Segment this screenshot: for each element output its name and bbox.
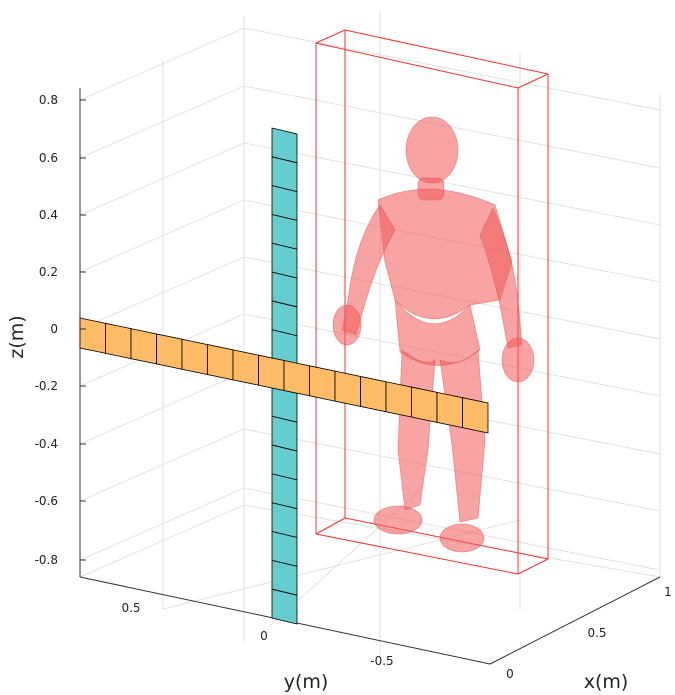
x-tick-label-0: 0 — [506, 667, 514, 681]
grid-line-horizontal-7 — [79, 428, 661, 512]
box-edge-4 — [315, 517, 346, 535]
box-edge-7 — [315, 533, 519, 575]
horizontal-array-element — [79, 317, 106, 354]
box-edge-3 — [315, 42, 519, 89]
horizontal-array-element — [232, 349, 259, 386]
horizontal-array-element — [156, 333, 183, 370]
grid-line-horizontal-3 — [79, 199, 661, 283]
z-tick-label-6: -0.4 — [35, 437, 58, 451]
horizontal-array-element — [411, 386, 438, 423]
horizontal-array-element — [462, 397, 489, 434]
horizontal-array-element — [334, 370, 361, 407]
grid-line-horizontal-8 — [79, 487, 661, 571]
z-tick-label-5: -0.2 — [35, 379, 58, 393]
body-left-leg — [397, 349, 436, 511]
horizontal-array-element — [436, 391, 463, 429]
z-tick-label-4: 0 — [50, 322, 58, 336]
z-tick-label-0: 0.8 — [39, 93, 58, 107]
horizontal-antenna-array — [79, 317, 489, 434]
human-body-model — [332, 116, 535, 553]
grid-line-horizontal-4 — [79, 256, 661, 340]
horizontal-array-element — [283, 360, 310, 397]
vertical-array-element — [271, 588, 298, 625]
horizontal-array-element — [207, 344, 234, 381]
horizontal-array-element — [309, 365, 336, 402]
floor-grid-back — [79, 504, 661, 578]
body-right-foot — [439, 523, 485, 553]
body-right-hand — [501, 337, 535, 383]
z-tick-label-2: 0.4 — [39, 208, 58, 222]
x-tick-label-2: 1 — [664, 585, 672, 599]
y-tick-label-1: 0 — [260, 629, 268, 643]
box-edge-1 — [344, 29, 549, 75]
grid-line-horizontal-1 — [79, 85, 661, 169]
z-axis-label: z(m) — [6, 315, 28, 358]
z-tick-label-1: 0.6 — [39, 151, 58, 165]
grid-line-horizontal-0 — [79, 27, 661, 111]
z-tick-label-3: 0.2 — [39, 265, 58, 279]
x-axis-label: x(m) — [584, 671, 629, 693]
z-tick-label-8: -0.8 — [35, 553, 58, 567]
horizontal-array-element — [105, 322, 132, 360]
box-edge-6 — [517, 558, 549, 575]
y-axis-label: y(m) — [284, 671, 329, 693]
tick-labels: 0.8 0.6 0.4 0.2 0 -0.2 -0.4 -0.6 -0.8 0.5 0 -0.5 0 0.… — [35, 93, 672, 681]
horizontal-array-element — [130, 328, 157, 365]
horizontal-array-element — [258, 354, 285, 391]
box-edge-0 — [315, 29, 346, 44]
body-left-foot — [373, 505, 423, 535]
grid-line-horizontal-2 — [79, 142, 661, 226]
body-head — [405, 116, 459, 184]
axes — [79, 88, 661, 665]
z-tick-label-7: -0.6 — [35, 494, 58, 508]
x-tick-label-1: 0.5 — [587, 626, 606, 640]
y-tick-label-0: 0.5 — [121, 601, 140, 615]
horizontal-array-element — [181, 338, 208, 376]
body-left-hand — [332, 304, 362, 346]
body-right-leg — [439, 349, 486, 523]
horizontal-array-element — [385, 381, 412, 418]
horizontal-array-element — [360, 375, 387, 413]
box-edge-2 — [517, 73, 549, 89]
y-tick-label-2: -0.5 — [370, 654, 393, 668]
x-axis-line — [489, 576, 661, 665]
grid-lines — [79, 10, 661, 655]
